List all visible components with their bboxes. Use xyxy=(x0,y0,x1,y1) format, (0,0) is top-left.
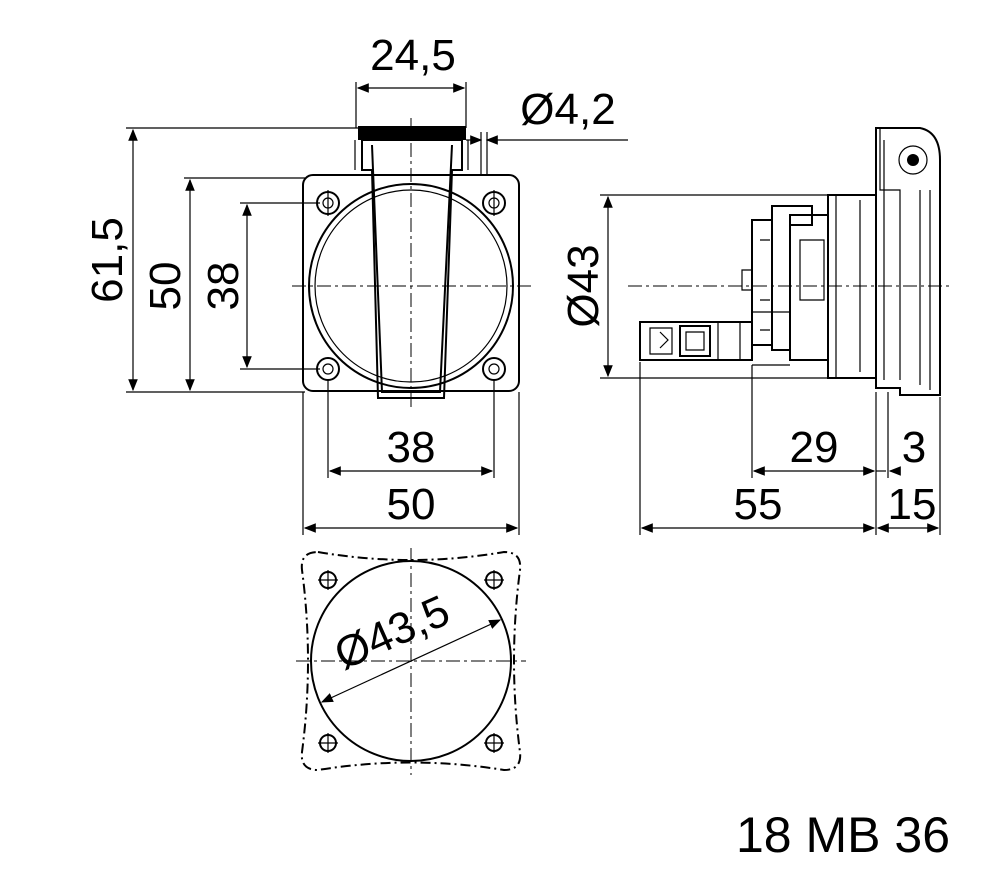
side-dimensions: Ø43 29 3 55 15 xyxy=(559,194,941,535)
dim-body-diameter: Ø43 xyxy=(559,244,608,327)
dim-depth-mid: 29 xyxy=(790,423,839,472)
dim-cover-depth: 15 xyxy=(888,480,937,529)
side-cover xyxy=(875,127,941,396)
front-dimensions: 24,5 Ø4,2 61,5 50 38 38 50 xyxy=(83,31,628,535)
dim-height-total: 61,5 xyxy=(83,217,132,303)
dim-hole-spacing-vertical: 38 xyxy=(199,262,248,311)
front-lid xyxy=(354,126,469,399)
part-code: 18 MB 36 xyxy=(736,807,950,863)
cutout-outline xyxy=(300,550,522,772)
dim-width-top: 24,5 xyxy=(370,31,456,80)
dim-height-flange: 50 xyxy=(141,262,190,311)
cutout-diameter-line xyxy=(320,619,502,703)
dim-hole-diameter: Ø4,2 xyxy=(520,85,615,134)
dim-flange-thickness: 3 xyxy=(902,423,926,472)
front-flange xyxy=(302,174,520,392)
dim-cutout-diameter: Ø43,5 xyxy=(327,586,456,680)
dim-width-flange: 50 xyxy=(387,480,436,529)
front-view xyxy=(292,118,532,410)
cutout-mounting-holes xyxy=(318,570,504,753)
side-rear-body xyxy=(789,214,829,361)
side-view xyxy=(628,127,950,396)
dim-depth-total: 55 xyxy=(734,480,783,529)
side-terminal xyxy=(639,321,753,361)
front-lid-hinge xyxy=(358,126,466,140)
side-hinge-pin xyxy=(907,154,919,166)
cutout-view: Ø43,5 xyxy=(296,548,526,775)
dim-hole-spacing-horizontal: 38 xyxy=(387,423,436,472)
